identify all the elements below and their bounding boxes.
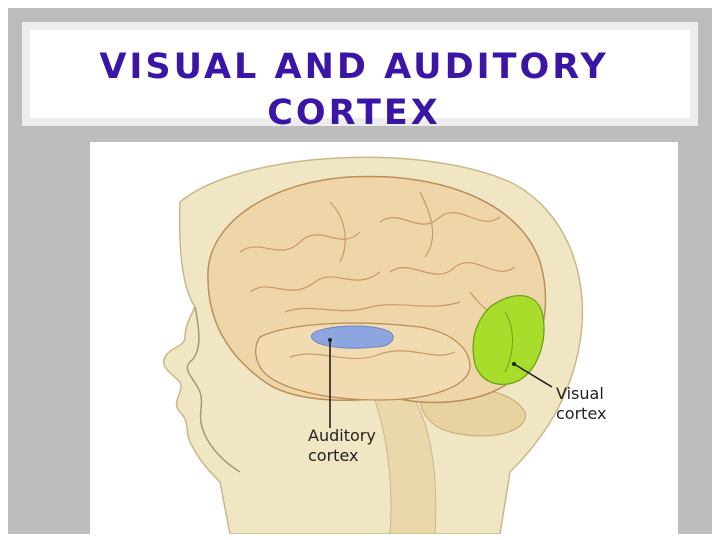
visual-cortex — [472, 295, 545, 385]
auditory-cortex — [310, 325, 394, 349]
gyri-lines — [239, 191, 516, 360]
visual-leader-line — [513, 363, 553, 388]
title-panel: VISUAL AND AUDITORY CORTEX — [30, 30, 690, 133]
temporal-lobe — [255, 322, 471, 401]
visual-cortex-label-line1: Visual — [556, 384, 604, 403]
auditory-cortex-label-line2: cortex — [308, 446, 359, 465]
visual-leader-dot — [512, 362, 516, 366]
auditory-leader-dot — [328, 338, 332, 342]
auditory-cortex-label-line1: Auditory — [308, 426, 376, 445]
brain-image: Visual cortex Auditory cortex — [90, 142, 678, 534]
visual-cortex-label: Visual cortex — [556, 384, 666, 424]
visual-cortex-label-line2: cortex — [556, 404, 607, 423]
auditory-cortex-label: Auditory cortex — [308, 426, 418, 466]
face-profile — [186, 306, 241, 473]
brain-illustration — [163, 156, 584, 534]
visual-cortex-fold — [504, 311, 513, 373]
slide-title: VISUAL AND AUDITORY CORTEX — [99, 47, 609, 133]
